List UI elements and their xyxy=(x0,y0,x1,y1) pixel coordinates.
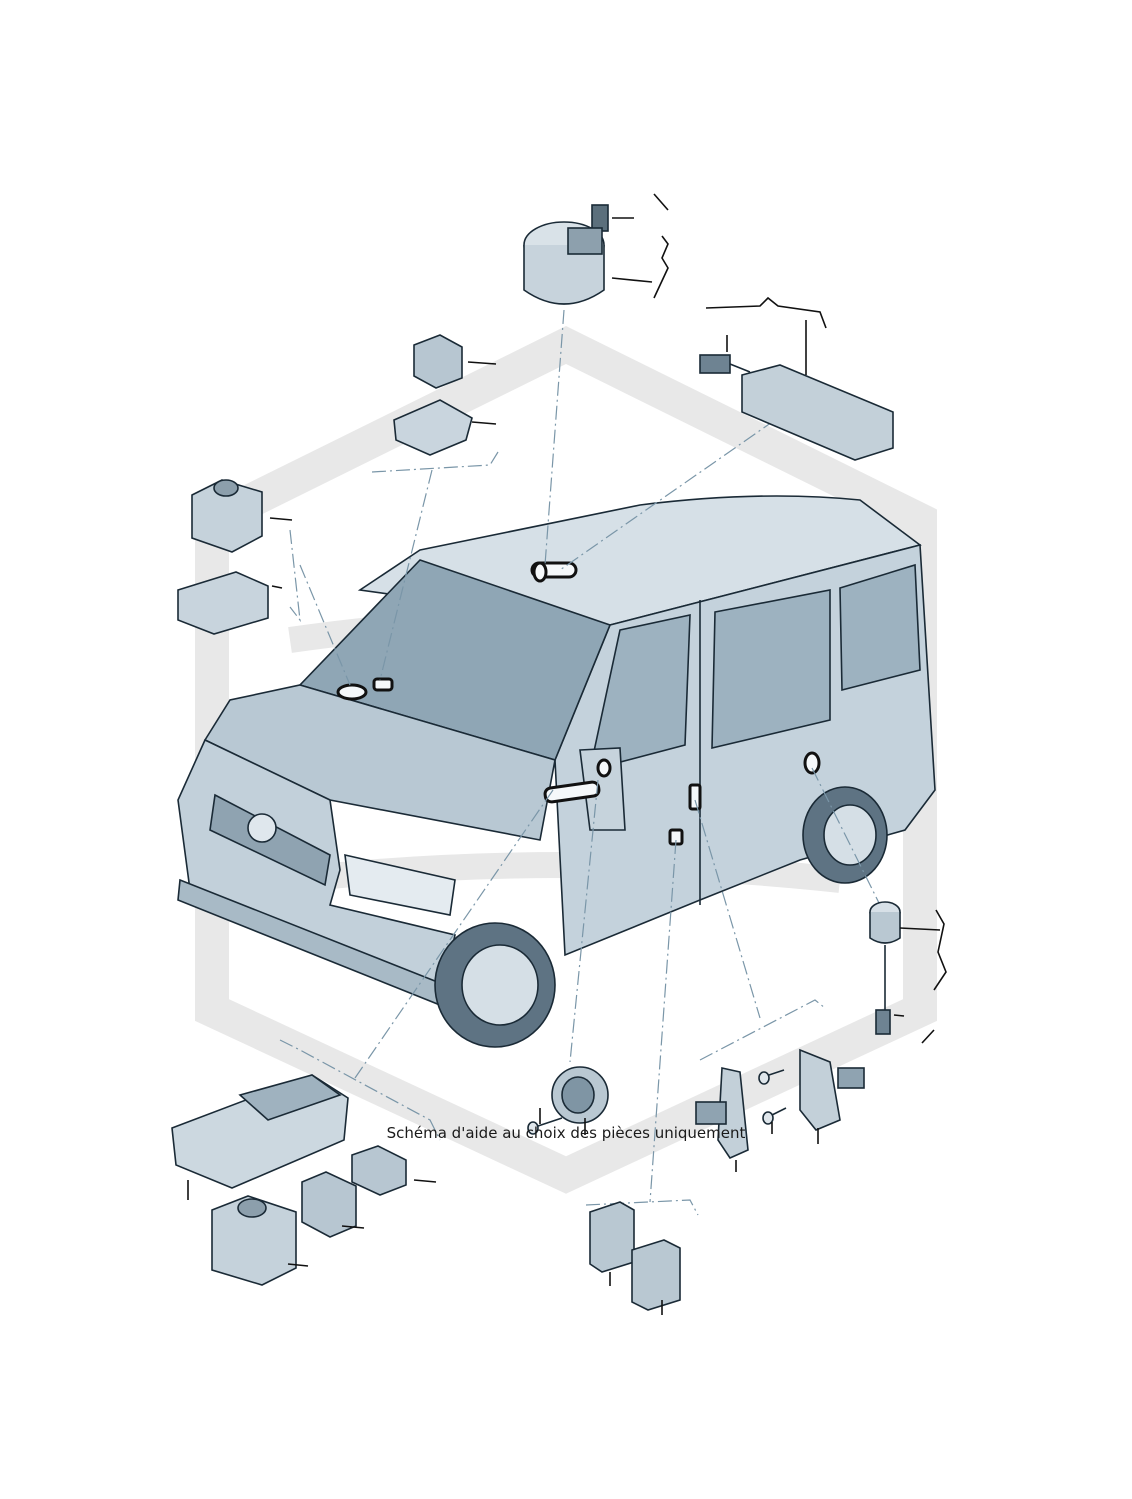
leader-lines xyxy=(279,309,881,1216)
hotspot-markers xyxy=(336,561,821,846)
van-body-icon xyxy=(177,495,936,1048)
diagram-caption: Schéma d'aide au choix des pièces unique… xyxy=(386,1124,746,1142)
window-switch-top-icon xyxy=(393,334,497,456)
door-switch-cable-icon xyxy=(869,901,947,1044)
door-lock-button-icon xyxy=(551,1066,609,1135)
roof-switch-unit-icon xyxy=(523,193,669,305)
door-contact-switch-icon xyxy=(589,1201,681,1315)
screw-icon xyxy=(527,1108,563,1135)
window-switch-console-icon xyxy=(171,1074,437,1286)
mirror-adjust-knob-icon xyxy=(177,479,293,635)
sliding-door-contact-icon xyxy=(695,1048,865,1172)
control-module-icon xyxy=(699,296,894,461)
